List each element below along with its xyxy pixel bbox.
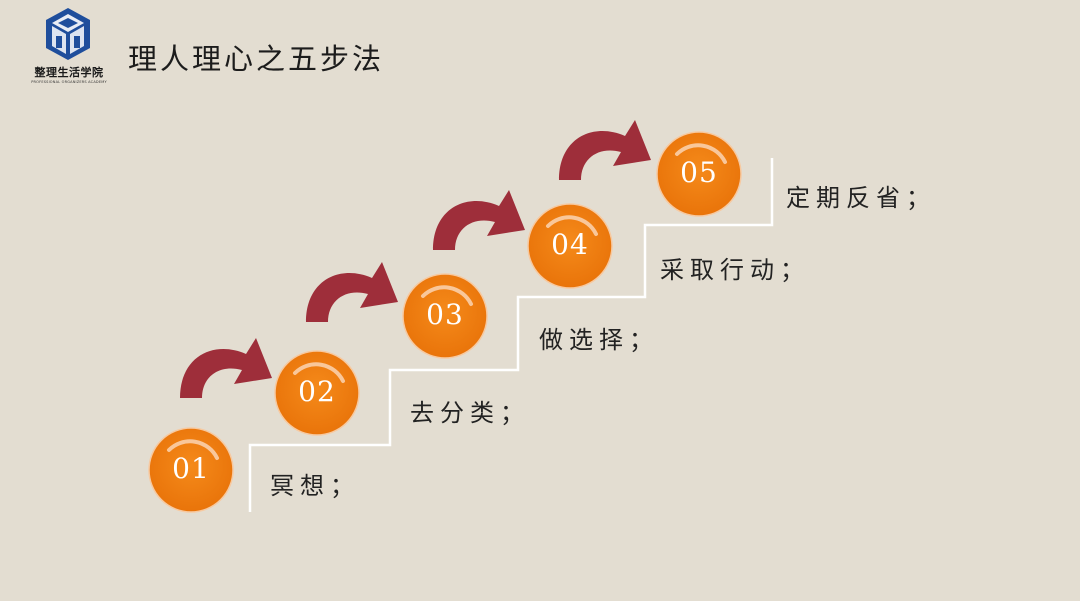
step-number-01: 01 bbox=[172, 452, 210, 485]
academy-logo: 整理生活学院 PROFESSIONAL ORGANIZERS ACADEMY bbox=[24, 6, 114, 86]
stair-line bbox=[248, 158, 774, 512]
step-number-02: 02 bbox=[298, 375, 336, 408]
step-highlight-03 bbox=[421, 285, 473, 306]
step-highlight-05 bbox=[675, 143, 727, 164]
page-title: 理人理心之五步法 bbox=[128, 42, 385, 76]
step-number-03: 03 bbox=[426, 298, 464, 331]
step-highlight-04 bbox=[546, 215, 598, 236]
step-label-01: 冥想； bbox=[270, 472, 360, 500]
step-number-04: 04 bbox=[551, 228, 589, 261]
step-label-04: 采取行动； bbox=[660, 256, 810, 284]
step-arrow-3 bbox=[433, 190, 525, 250]
step-label-02: 去分类； bbox=[410, 399, 530, 427]
logo-english-name: PROFESSIONAL ORGANIZERS ACADEMY bbox=[31, 80, 107, 84]
logo-chinese-name: 整理生活学院 bbox=[34, 66, 104, 79]
step-number-05: 05 bbox=[680, 156, 718, 189]
step-arrow-1 bbox=[180, 338, 272, 398]
step-label-03: 做选择； bbox=[539, 326, 659, 354]
step-label-05: 定期反省； bbox=[786, 184, 936, 212]
cube-logo-icon bbox=[46, 8, 90, 60]
step-arrow-4 bbox=[559, 120, 651, 180]
step-arrow-2 bbox=[306, 262, 398, 322]
step-highlight-01 bbox=[167, 439, 219, 460]
step-highlight-02 bbox=[293, 362, 345, 383]
